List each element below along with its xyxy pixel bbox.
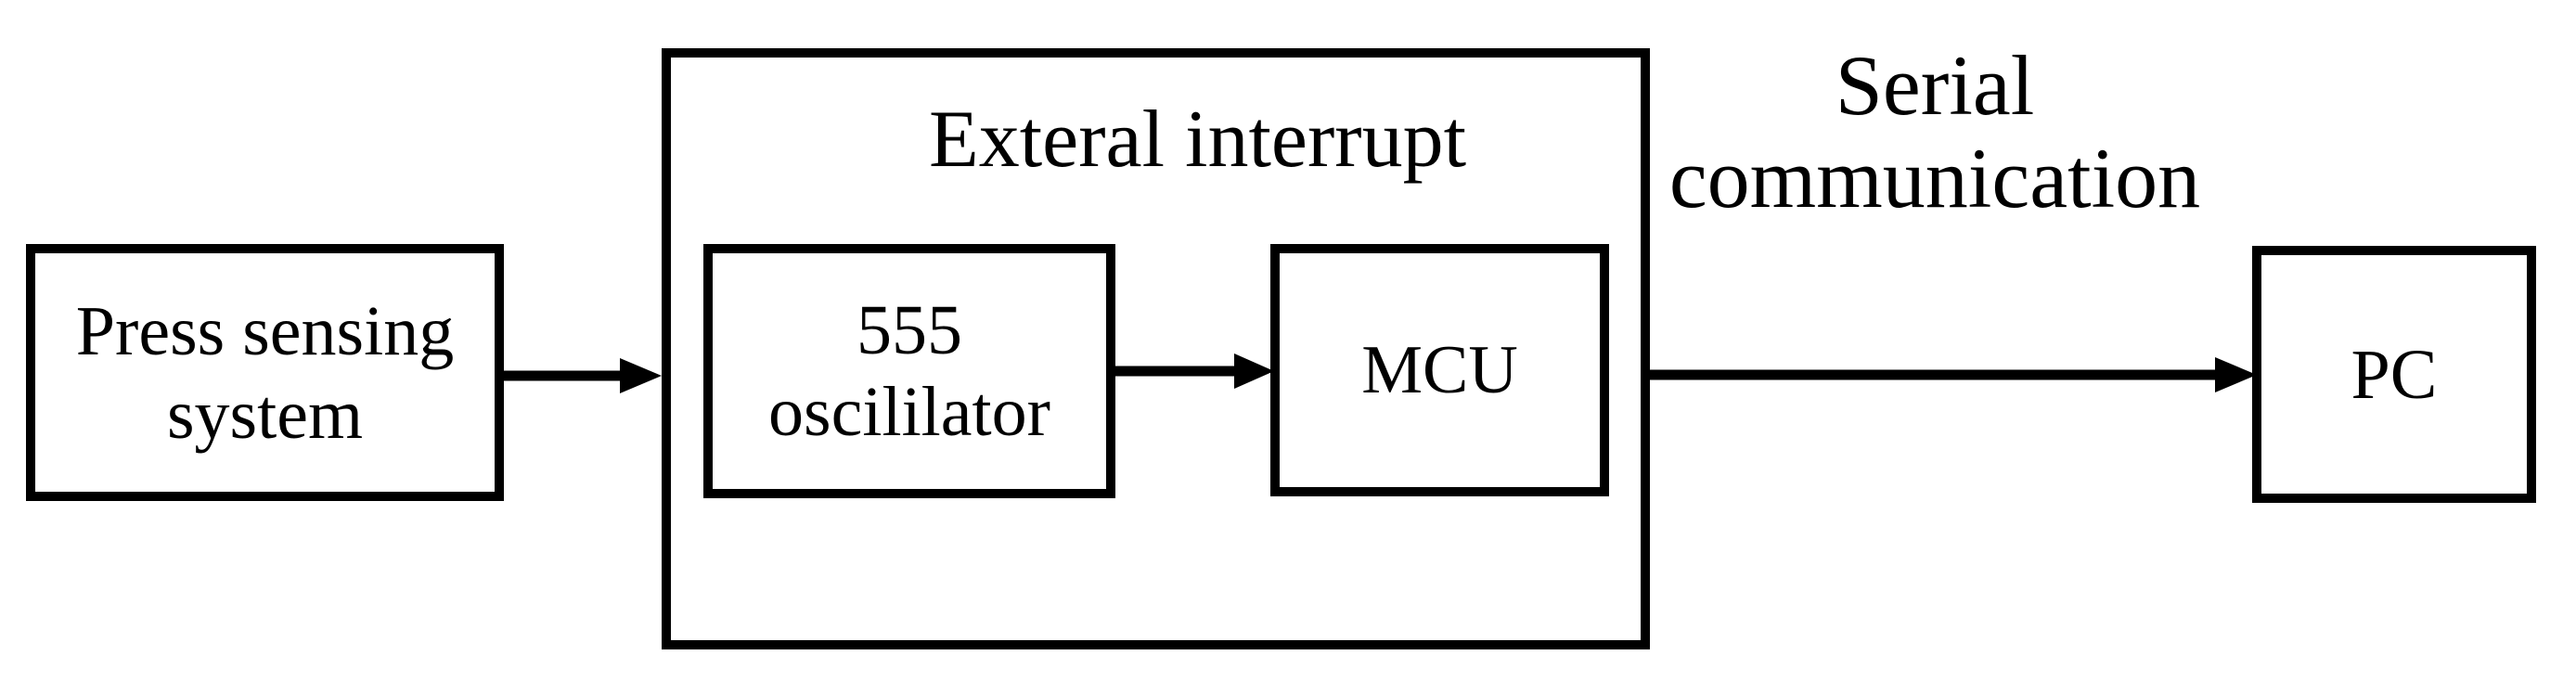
oscillator-555-box: 555 oscililator xyxy=(703,244,1115,498)
external-interrupt-title-text: Exteral interrupt xyxy=(928,95,1467,185)
arrow-mcu-to-pc-icon xyxy=(1647,357,2257,392)
arrow-oscillator-to-mcu-icon xyxy=(1115,353,1274,389)
serial-label-line1: Serial xyxy=(1835,38,2035,133)
press-sensing-label-line2: system xyxy=(166,375,364,454)
oscillator-label-line2: oscililator xyxy=(768,373,1050,451)
external-interrupt-group-box xyxy=(662,48,1650,649)
pc-box: PC xyxy=(2252,246,2536,503)
external-interrupt-group-title: Exteral interrupt xyxy=(703,94,1692,186)
press-sensing-system-label: Press sensing system xyxy=(76,289,454,456)
press-sensing-system-box: Press sensing system xyxy=(26,244,504,501)
arrow-press-to-interrupt-icon xyxy=(504,358,662,393)
pc-label-text: PC xyxy=(2351,335,2438,414)
mcu-label-text: MCU xyxy=(1361,332,1518,408)
serial-label-line2: communication xyxy=(1668,131,2201,225)
press-sensing-label-line1: Press sensing xyxy=(75,291,455,370)
mcu-box: MCU xyxy=(1270,244,1609,496)
serial-communication-label: Serial communication xyxy=(1656,39,2213,225)
mcu-label: MCU xyxy=(1361,328,1518,412)
pc-label: PC xyxy=(2351,333,2438,417)
oscillator-555-label: 555 oscililator xyxy=(768,289,1050,453)
oscillator-label-line1: 555 xyxy=(857,291,962,369)
